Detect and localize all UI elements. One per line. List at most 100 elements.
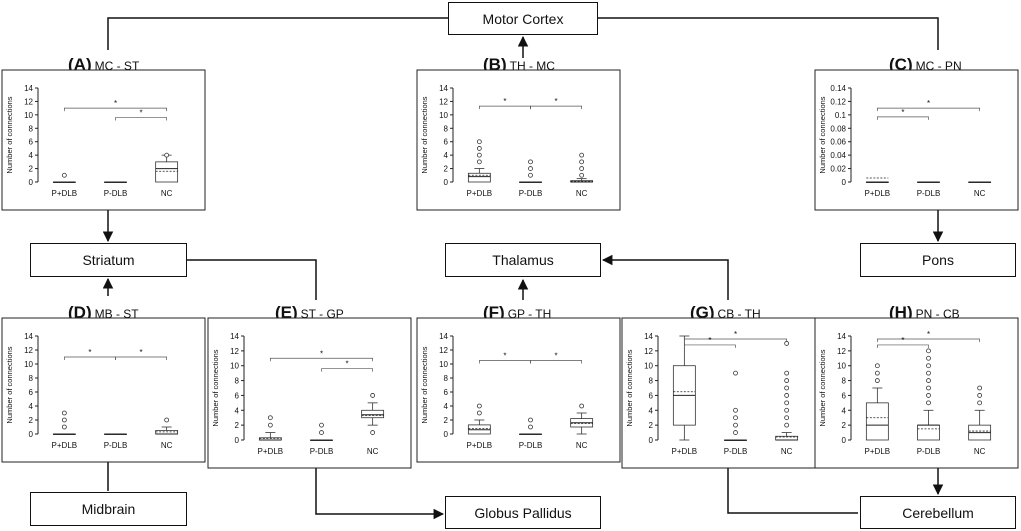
x-tick-label: P-DLB	[104, 441, 128, 450]
significance-marker: *	[555, 352, 558, 361]
outlier-point	[733, 415, 738, 421]
significance-marker: *	[140, 348, 143, 357]
y-axis-label: Number of connections	[5, 96, 14, 173]
outlier-point	[267, 422, 273, 428]
y-tick-label: 12	[230, 347, 239, 356]
x-tick-label: P-DLB	[519, 189, 543, 198]
significance-bracket	[530, 360, 582, 364]
y-tick-label: 12	[644, 347, 653, 356]
x-tick-label: P-DLB	[104, 189, 128, 198]
x-tick-label: P-DLB	[724, 447, 748, 456]
y-tick-label: 0.08	[830, 124, 846, 133]
outlier-point	[926, 348, 931, 354]
outlier-point	[61, 424, 67, 430]
x-tick-label: P+DLB	[52, 441, 78, 450]
outlier-point	[61, 172, 67, 178]
y-axis-label: Number of connections	[420, 346, 429, 423]
y-tick-label: 14	[439, 332, 448, 341]
panel-letter: (C)	[889, 55, 913, 74]
y-tick-label: 6	[842, 391, 847, 400]
outlier-point	[977, 393, 983, 398]
x-tick-label: NC	[781, 447, 793, 456]
panel-frame	[207, 317, 412, 469]
x-tick-label: NC	[974, 447, 986, 456]
y-axis-label: Number of connections	[420, 96, 429, 173]
y-tick-label: 14	[837, 332, 846, 341]
y-tick-label: 10	[837, 362, 846, 371]
y-tick-label: 4	[842, 406, 847, 415]
outlier-point	[528, 417, 533, 423]
node-globus-pallidus: Globus Pallidus	[445, 496, 601, 529]
y-tick-label: 0.06	[830, 138, 846, 147]
x-tick-label: NC	[161, 189, 173, 198]
outlier-point	[977, 385, 983, 391]
y-tick-label: 8	[444, 374, 449, 383]
x-tick-label: NC	[576, 441, 588, 450]
y-axis-label: Number of connections	[818, 96, 827, 173]
y-tick-label: 4	[444, 151, 449, 160]
y-tick-label: 0	[842, 436, 847, 445]
significance-bracket	[115, 356, 167, 360]
x-tick-label: P+DLB	[672, 447, 698, 456]
panel-letter: (D)	[68, 303, 92, 322]
x-tick-label: P+DLB	[258, 447, 284, 456]
outlier-point	[733, 422, 738, 428]
x-tick-label: NC	[974, 189, 986, 198]
panel-letter: (G)	[690, 303, 715, 322]
y-tick-label: 2	[649, 421, 654, 430]
y-tick-label: 8	[29, 374, 34, 383]
panel-frame	[814, 69, 1019, 211]
outlier-point	[61, 417, 67, 423]
y-axis-label: Number of connections	[625, 349, 634, 426]
y-tick-label: 0.1	[835, 111, 847, 120]
outlier-point	[977, 400, 983, 406]
outlier-point	[733, 370, 738, 376]
y-tick-label: 6	[235, 391, 240, 400]
y-tick-label: 4	[444, 402, 449, 411]
y-tick-label: 0	[649, 436, 654, 445]
y-tick-label: 4	[235, 406, 240, 415]
significance-bracket	[115, 117, 167, 121]
significance-bracket	[877, 338, 980, 342]
panel-frame	[814, 317, 1019, 469]
y-axis-label: Number of connections	[818, 349, 827, 426]
panel-frame	[416, 317, 621, 463]
y-tick-label: 2	[842, 421, 847, 430]
y-tick-label: 0.14	[830, 84, 846, 93]
y-tick-label: 0.12	[830, 97, 846, 106]
panel-frame	[416, 69, 621, 211]
outlier-point	[319, 430, 324, 435]
significance-marker: *	[114, 99, 117, 108]
significance-marker: *	[555, 97, 558, 106]
panel-letter: (H)	[889, 303, 913, 322]
y-tick-label: 10	[24, 111, 33, 120]
y-tick-label: 6	[444, 388, 449, 397]
y-tick-label: 12	[439, 97, 448, 106]
significance-marker: *	[503, 352, 506, 361]
outlier-point	[370, 430, 376, 435]
y-axis-label: Number of connections	[211, 349, 220, 426]
outlier-point	[784, 378, 790, 383]
x-tick-label: P+DLB	[467, 189, 493, 198]
outlier-point	[476, 139, 482, 145]
panel-letter: (A)	[68, 55, 92, 74]
panel-letter: (F)	[483, 303, 505, 322]
y-tick-label: 12	[439, 346, 448, 355]
outlier-point	[370, 393, 376, 398]
y-tick-label: 2	[444, 165, 449, 174]
y-tick-label: 4	[29, 151, 34, 160]
outlier-point	[733, 430, 738, 435]
y-tick-label: 8	[29, 124, 34, 133]
panel-letter: (B)	[483, 55, 507, 74]
significance-bracket	[684, 344, 736, 348]
node-midbrain: Midbrain	[30, 492, 187, 526]
outlier-point	[926, 385, 931, 391]
outlier-point	[784, 415, 790, 421]
